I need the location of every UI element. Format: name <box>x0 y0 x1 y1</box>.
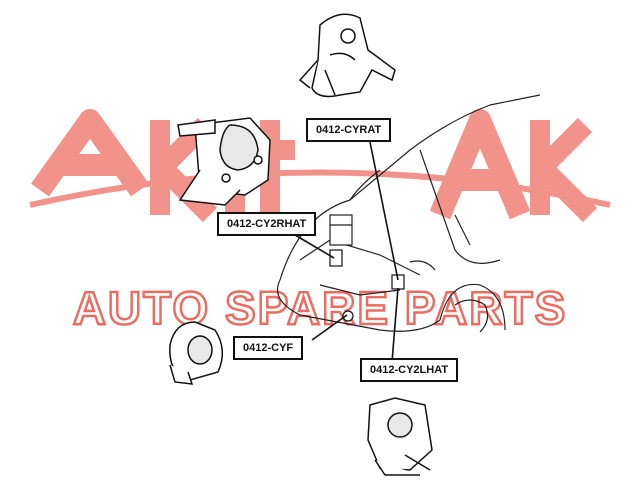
vehicle-mount-markers <box>329 249 405 322</box>
mount-cyf-drawing <box>169 321 224 385</box>
car-outline <box>276 94 541 333</box>
part-label-cy2rhat[interactable]: 0412-CY2RHAT <box>217 212 317 236</box>
part-label-cyrat[interactable]: 0412-CYRAT <box>306 118 392 142</box>
leader-lines <box>289 141 399 363</box>
part-label-cy2lhat[interactable]: 0412-CY2LHAT <box>360 358 459 382</box>
watermark-tagline: AUTO SPARE PARTS <box>73 282 568 334</box>
part-label-cyf[interactable]: 0412-CYF <box>233 336 304 360</box>
mount-cy2lhat-drawing <box>367 397 433 476</box>
mount-cyrat-drawing <box>298 13 396 98</box>
mount-cy2rhat-drawing <box>177 117 271 206</box>
